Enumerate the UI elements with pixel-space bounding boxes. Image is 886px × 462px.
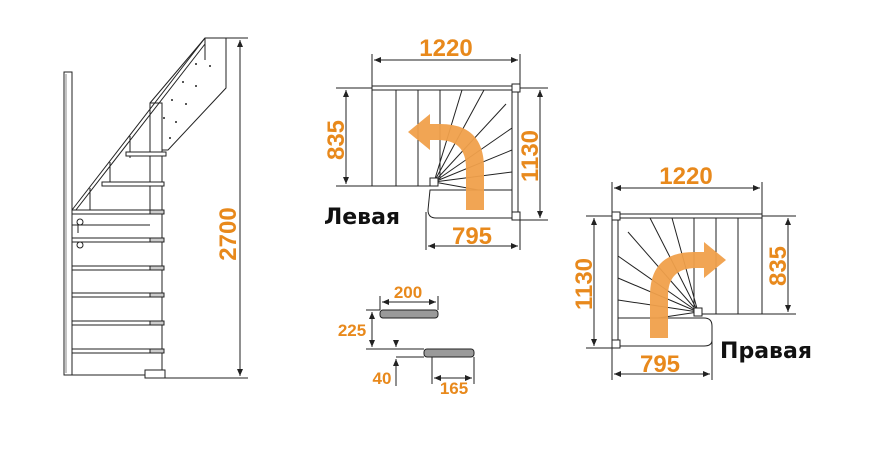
- direction-arrow-left: [408, 114, 484, 210]
- left-plan-bottom-width-label: 795: [452, 223, 492, 250]
- newel-post: [63, 71, 73, 376]
- right-plan-width-label: 1220: [659, 163, 712, 190]
- left-plan-name: Левая: [324, 205, 400, 230]
- side-view: 2700: [63, 37, 248, 379]
- lower-tread: [423, 348, 475, 358]
- step-detail: 200 225 40 165: [338, 283, 475, 398]
- left-plan-left-height-label: 835: [323, 120, 350, 160]
- right-plan-name: Правая: [720, 339, 812, 364]
- step-depth-label: 200: [394, 283, 422, 302]
- upper-tread: [379, 309, 439, 319]
- step-thickness-label: 40: [373, 369, 392, 388]
- right-plan-left-height-label: 1130: [571, 258, 598, 310]
- right-plan-right-height-label: 835: [765, 246, 792, 286]
- direction-arrow-right: [650, 242, 726, 338]
- right-plan-bottom-width-label: 795: [640, 351, 680, 378]
- left-plan: 1220 835 1130 795 Левая: [323, 35, 548, 250]
- right-plan: 1220 1130 835 795 Правая: [571, 163, 812, 380]
- left-plan-width-label: 1220: [419, 35, 472, 62]
- step-rise-label: 225: [338, 321, 366, 340]
- left-plan-right-height-label: 1130: [517, 130, 544, 182]
- step-overlap-label: 165: [440, 379, 468, 398]
- height-dimension-label: 2700: [215, 207, 242, 260]
